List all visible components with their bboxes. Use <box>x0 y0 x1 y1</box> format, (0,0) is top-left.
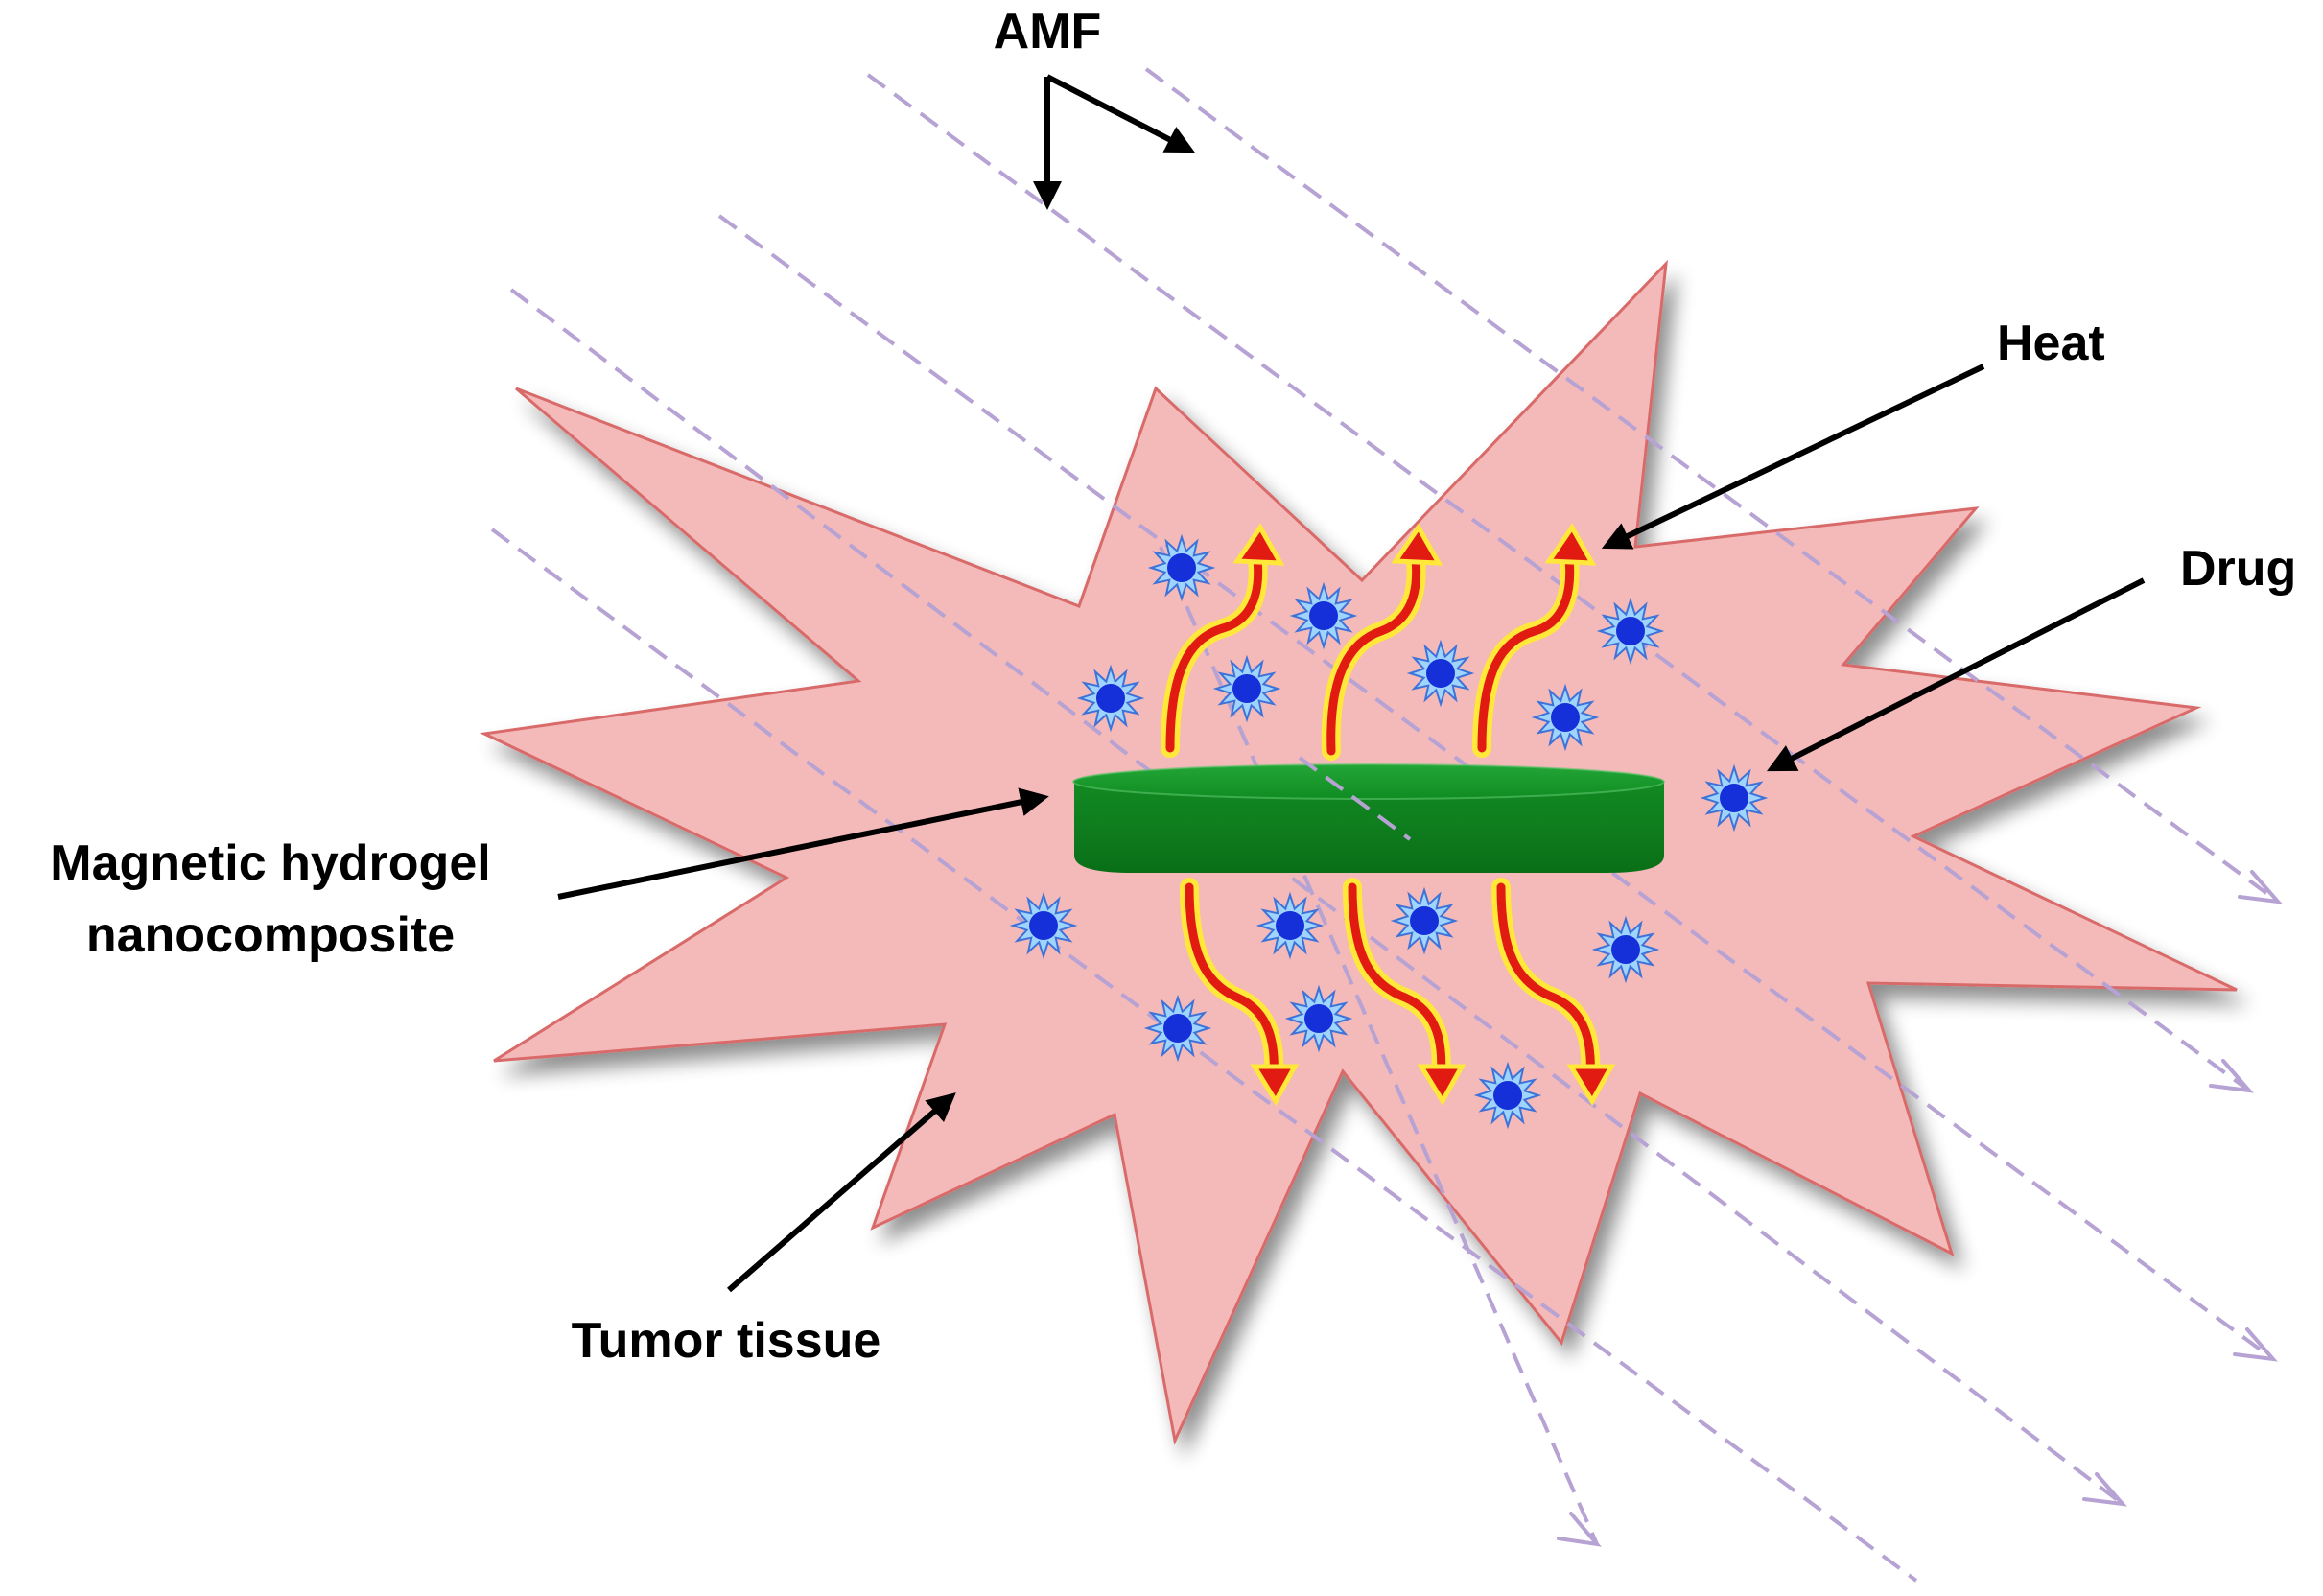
drug-molecule-icon <box>1700 763 1769 833</box>
drug-molecule-icon <box>1390 886 1459 955</box>
drug-molecule-icon <box>1473 1061 1542 1130</box>
heat-pointer-arrow <box>1601 364 1985 550</box>
drug-molecule-icon <box>1147 533 1216 602</box>
field-line <box>866 73 2251 1092</box>
field-line <box>490 528 1918 1583</box>
tumor-pointer-arrow <box>727 1092 956 1293</box>
field-arrowhead <box>2233 1327 2278 1362</box>
amf-label: AMF <box>994 4 1102 59</box>
hydrogel-pointer-arrow <box>557 787 1049 900</box>
heat-wave-arrow-icon <box>1343 878 1467 1106</box>
drug-label: Drug <box>2180 541 2296 597</box>
field-arrowheads <box>1557 870 2283 1547</box>
field-line <box>509 288 2124 1506</box>
field-line-over-disc <box>1298 756 1412 841</box>
heat-wave-arrow-icon <box>1491 878 1616 1106</box>
heat-label: Heat <box>1997 316 2105 371</box>
drug-molecule-icon <box>1289 581 1358 650</box>
field-arrowhead <box>2209 1059 2254 1093</box>
drug-molecule-icon <box>1076 664 1145 733</box>
heat-wave-arrow-icon <box>1472 523 1597 758</box>
amf-arrow-diagonal <box>1045 74 1196 153</box>
heat-wave-arrow-icon <box>1321 523 1443 761</box>
drug-pointer-arrow <box>1766 577 2146 772</box>
drug-molecule-icon <box>1596 597 1665 666</box>
heat-arrows-up <box>1161 523 1597 761</box>
heat-wave-arrow-icon <box>1161 523 1285 758</box>
field-arrowhead <box>2238 870 2283 904</box>
field-arrowhead <box>2082 1472 2127 1507</box>
heat-arrows-down <box>1180 878 1616 1106</box>
drug-molecule-icon <box>1284 984 1353 1053</box>
drug-molecule-icon <box>1009 891 1078 960</box>
drug-molecule-icon <box>1212 654 1281 723</box>
heat-wave-arrow-icon <box>1180 878 1300 1106</box>
field-arrowhead <box>1557 1512 1602 1547</box>
drug-molecule-icon <box>1531 683 1600 752</box>
drug-molecule-icon <box>1591 915 1660 984</box>
tumor-label: Tumor tissue <box>572 1313 881 1369</box>
drug-molecule-icon <box>1255 891 1325 960</box>
magnetic-hydrogel-disc <box>1072 763 1665 873</box>
hydrogel-label-line1: Magnetic hydrogel <box>50 835 490 891</box>
drug-molecules <box>1009 533 1769 1130</box>
drug-molecule-icon <box>1143 994 1212 1063</box>
pointer-arrows <box>557 74 2146 1293</box>
hydrogel-label-line2: nanocomposite <box>86 907 455 963</box>
field-line <box>1144 67 2280 904</box>
drug-molecule-icon <box>1406 639 1475 708</box>
